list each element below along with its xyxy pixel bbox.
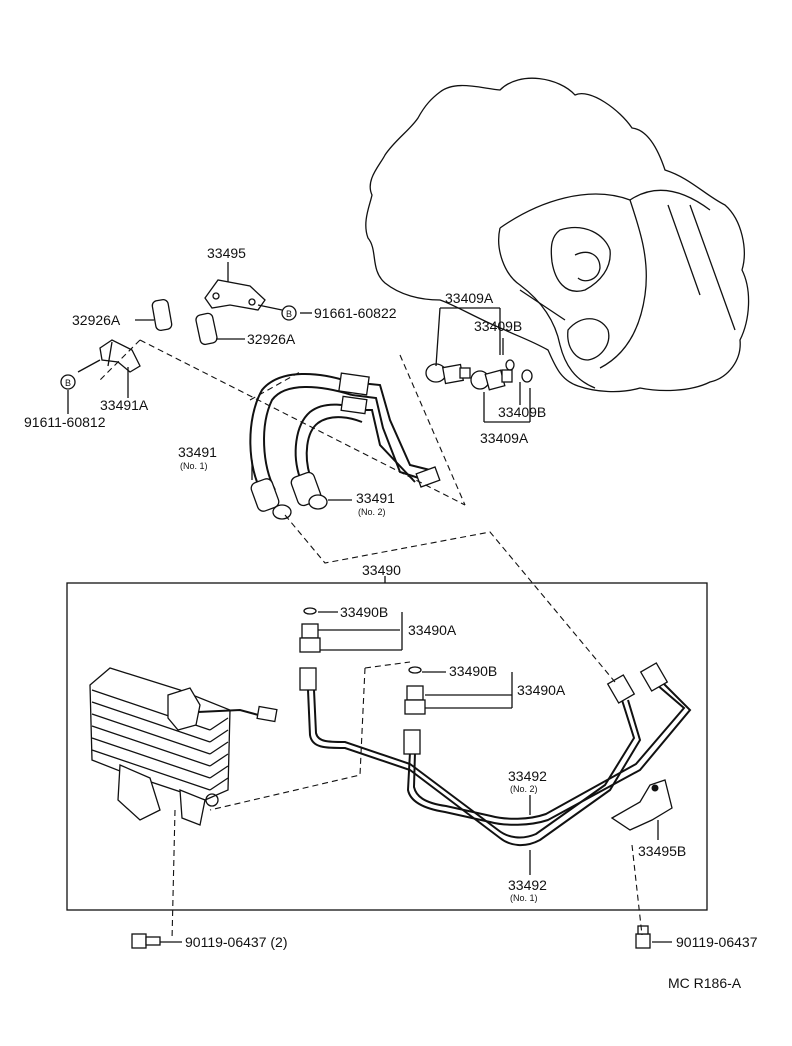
label-33490b-top: 33490B [340, 604, 388, 620]
label-33490a-mid: 33490A [517, 682, 566, 698]
union-33409a-left [425, 363, 471, 385]
leader-lines [67, 262, 672, 943]
label-33492-no1: 33492 [508, 877, 547, 893]
label-33491-no1-sub: (No. 1) [180, 461, 208, 471]
transmission-case [365, 77, 750, 393]
oil-cooler [89, 667, 278, 826]
svg-text:B: B [286, 309, 292, 319]
label-33492-no1-sub: (No. 1) [510, 893, 538, 903]
bracket-33495 [204, 279, 266, 311]
bracket-33491a [99, 339, 141, 373]
union-33409a-right [470, 369, 513, 391]
label-33490a-top: 33490A [408, 622, 457, 638]
label-33409a-top: 33409A [445, 290, 494, 306]
sleeve-32926a-right [195, 312, 218, 346]
label-33491a: 33491A [100, 397, 149, 413]
label-90119-06437-left: 90119-06437 (2) [185, 934, 287, 950]
label-33409a-bottom: 33409A [480, 430, 529, 446]
label-32926a-left: 32926A [72, 312, 121, 328]
bolt-marker-right: B [281, 305, 297, 321]
dashed-leaders [99, 339, 643, 941]
svg-text:B: B [65, 378, 71, 388]
label-33492-no2: 33492 [508, 768, 547, 784]
label-33409b-bottom: 33409B [498, 404, 546, 420]
label-33491-no1: 33491 [178, 444, 217, 460]
union-33490a-mid [404, 666, 426, 715]
label-33490b-mid: 33490B [449, 663, 497, 679]
union-33490a-top [299, 607, 321, 653]
label-91661-60822: 91661-60822 [314, 305, 397, 321]
hose-33491 [249, 372, 441, 520]
gasket-33409b [505, 359, 533, 383]
label-33409b-top: 33409B [474, 318, 522, 334]
assembly-33490-frame [66, 582, 708, 911]
label-33492-no2-sub: (No. 2) [510, 784, 538, 794]
label-32926a-right: 32926A [247, 331, 296, 347]
reference-code: MC R186-A [668, 975, 742, 991]
label-33491-no2-sub: (No. 2) [358, 507, 386, 517]
pipe-33492 [299, 662, 692, 846]
label-33490: 33490 [362, 562, 401, 578]
label-33495: 33495 [207, 245, 246, 261]
sleeve-32926a-left [151, 298, 173, 332]
bolt-90119-right [635, 925, 651, 949]
label-33495b: 33495B [638, 843, 686, 859]
bolt-marker-left: B [60, 374, 76, 390]
bracket-33495b [610, 779, 673, 831]
label-91611-60812: 91611-60812 [24, 414, 106, 430]
label-90119-06437-right: 90119-06437 [676, 934, 758, 950]
bolt-90119-left [131, 933, 161, 949]
label-33491-no2: 33491 [356, 490, 395, 506]
